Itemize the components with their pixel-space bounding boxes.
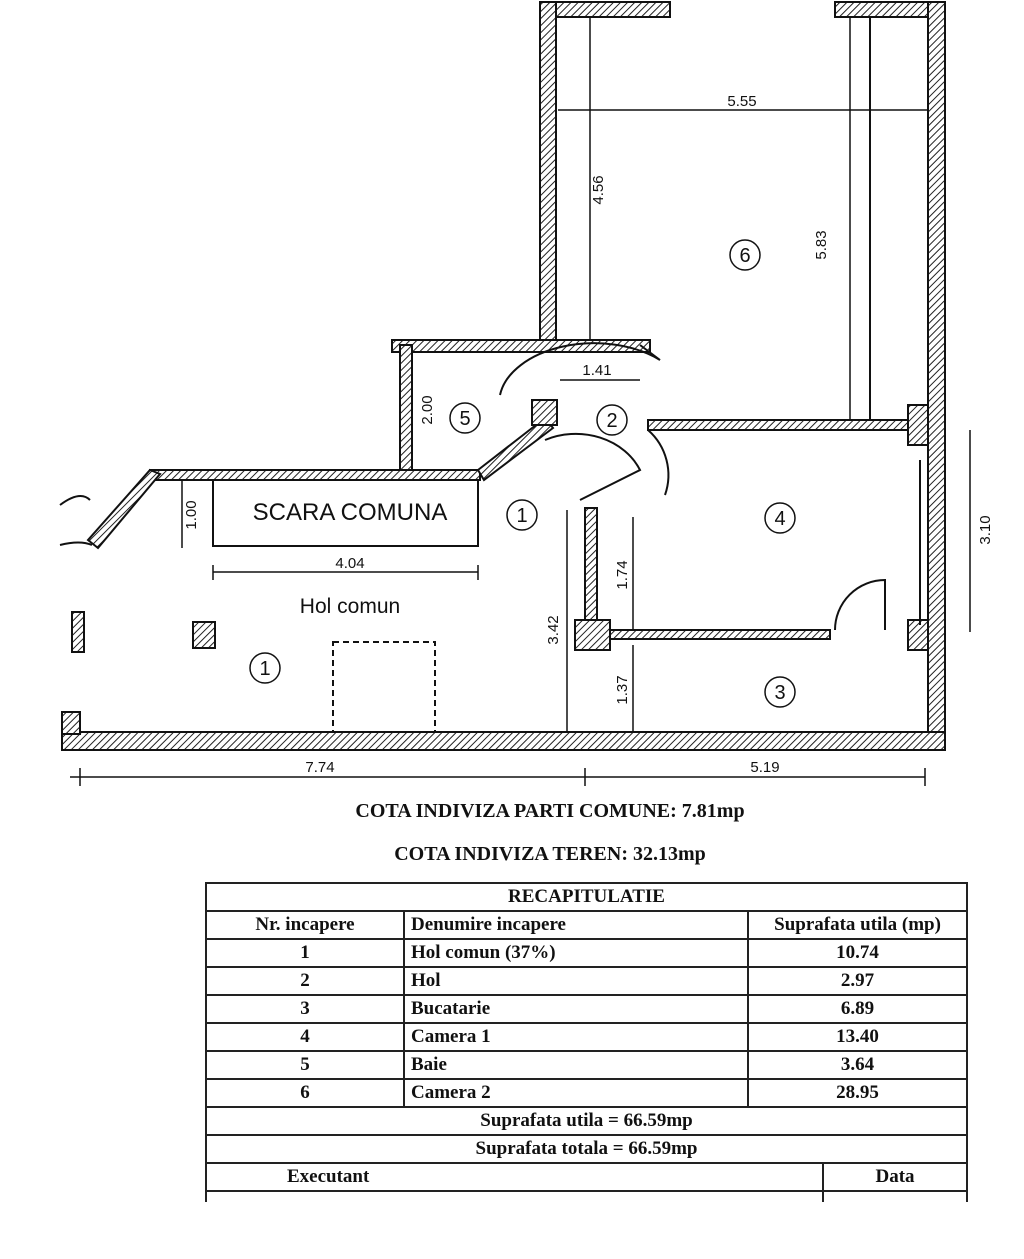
cota-parti-comune: COTA INDIVIZA PARTI COMUNE: 7.81mp bbox=[355, 800, 745, 822]
executant-value bbox=[205, 1190, 824, 1202]
recapitulatie-table: RECAPITULATIE Nr. incapere Denumire inca… bbox=[205, 882, 968, 1202]
room-nr: 2 bbox=[205, 966, 405, 996]
room-nr: 1 bbox=[205, 938, 405, 968]
room-1-number-upper: 1 bbox=[516, 505, 527, 527]
dim-5-83: 5.83 bbox=[813, 230, 830, 259]
dim-1-74: 1.74 bbox=[614, 560, 631, 589]
data-label: Data bbox=[822, 1162, 968, 1192]
dim-1-37: 1.37 bbox=[614, 675, 631, 704]
room-name: Hol bbox=[402, 966, 750, 996]
dim-5-55: 5.55 bbox=[727, 93, 756, 110]
room-2-number: 2 bbox=[606, 410, 617, 432]
header-suprafata: Suprafata utila (mp) bbox=[747, 910, 968, 940]
walls bbox=[61, 1, 946, 751]
dim-2-00: 2.00 bbox=[419, 395, 436, 424]
room-markers bbox=[249, 239, 796, 708]
room-area: 13.40 bbox=[747, 1022, 968, 1052]
dim-5-19: 5.19 bbox=[750, 759, 779, 776]
dim-4-56: 4.56 bbox=[590, 175, 607, 204]
room-nr: 6 bbox=[205, 1078, 405, 1108]
stair-label: SCARA COMUNA bbox=[253, 499, 448, 526]
cota-teren: COTA INDIVIZA TEREN: 32.13mp bbox=[394, 843, 706, 865]
header-nr: Nr. incapere bbox=[205, 910, 405, 940]
header-denumire: Denumire incapere bbox=[402, 910, 750, 940]
hall-label: Hol comun bbox=[300, 595, 400, 618]
room-area: 3.64 bbox=[747, 1050, 968, 1080]
floor-plan: 6 5 2 1 4 3 1 SCARA COMUNA Hol comun 5.5… bbox=[59, 1, 994, 786]
dim-1-41: 1.41 bbox=[582, 362, 611, 379]
room-6-number: 6 bbox=[739, 245, 750, 267]
dim-7-74: 7.74 bbox=[305, 759, 334, 776]
suprafata-totala: Suprafata totala = 66.59mp bbox=[205, 1134, 968, 1164]
room-3-number: 3 bbox=[774, 682, 785, 704]
room-area: 10.74 bbox=[747, 938, 968, 968]
room-5-number: 5 bbox=[459, 408, 470, 430]
dim-4-04: 4.04 bbox=[335, 555, 364, 572]
room-name: Baie bbox=[402, 1050, 750, 1080]
room-nr: 5 bbox=[205, 1050, 405, 1080]
executant-label: Executant bbox=[205, 1162, 824, 1192]
room-4-number: 4 bbox=[774, 508, 785, 530]
dim-1-00: 1.00 bbox=[183, 500, 200, 529]
room-area: 6.89 bbox=[747, 994, 968, 1024]
dim-3-42: 3.42 bbox=[545, 615, 562, 644]
room-name: Hol comun (37%) bbox=[402, 938, 750, 968]
table-title: RECAPITULATIE bbox=[205, 882, 968, 912]
dim-3-10: 3.10 bbox=[977, 515, 994, 544]
room-name: Camera 1 bbox=[402, 1022, 750, 1052]
room-name: Camera 2 bbox=[402, 1078, 750, 1108]
room-1-number: 1 bbox=[259, 658, 270, 680]
room-area: 28.95 bbox=[747, 1078, 968, 1108]
doors-and-lines bbox=[59, 17, 971, 786]
room-name: Bucatarie bbox=[402, 994, 750, 1024]
room-nr: 3 bbox=[205, 994, 405, 1024]
suprafata-utila-total: Suprafata utila = 66.59mp bbox=[205, 1106, 968, 1136]
room-area: 2.97 bbox=[747, 966, 968, 996]
room-nr: 4 bbox=[205, 1022, 405, 1052]
data-value bbox=[822, 1190, 968, 1202]
